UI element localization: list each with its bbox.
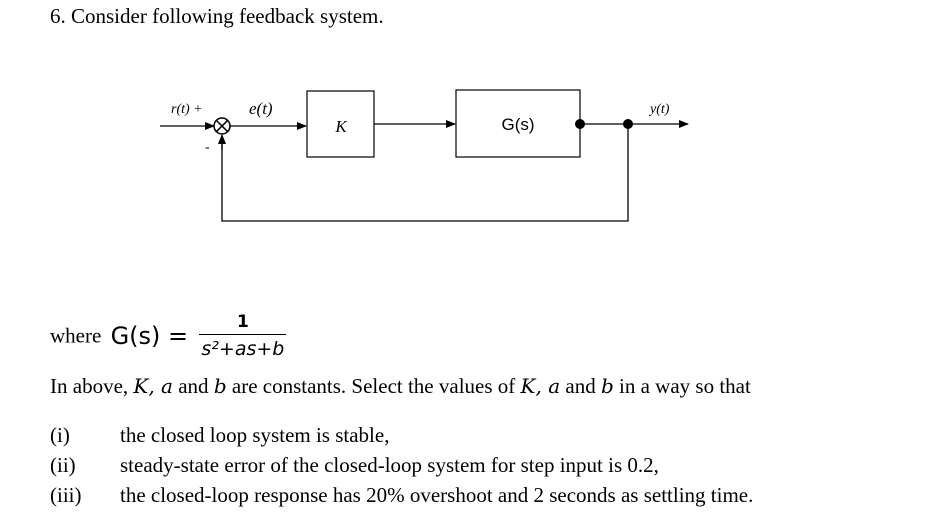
list-item: (iii) the closed-loop response has 20% ov… xyxy=(50,483,753,508)
transfer-fraction: 1 s²+as+b xyxy=(199,312,287,360)
transfer-denominator: s²+as+b xyxy=(199,334,287,360)
var-b-1: b xyxy=(213,374,227,398)
r-label: r(t) + xyxy=(171,102,203,117)
item-number: (i) xyxy=(50,423,70,447)
g-block xyxy=(455,89,581,158)
var-k-a-2: K, a xyxy=(520,374,561,398)
minus-label: - xyxy=(205,140,210,155)
question-title: 6. Consider following feedback system. xyxy=(50,4,384,28)
transfer-function: where G(s) = 1 s²+as+b xyxy=(50,312,287,360)
block-diagram: r(t) + e(t) - K G(s) y(t) xyxy=(160,89,689,222)
feedback-path xyxy=(221,124,629,222)
transfer-numerator: 1 xyxy=(236,312,249,332)
item-text: the closed-loop response has 20% oversho… xyxy=(120,483,754,507)
transfer-lhs: G(s) = xyxy=(110,322,189,350)
problem-statement: In above, K, a and b are constants. Sele… xyxy=(50,374,751,398)
g-label: G(s) xyxy=(501,115,534,134)
k-label: K xyxy=(334,117,348,136)
var-k-a-1: K, a xyxy=(133,374,173,398)
list-item: (i) the closed loop system is stable, xyxy=(50,423,389,448)
item-number: (iii) xyxy=(50,483,82,507)
list-item: (ii) steady-state error of the closed-loo… xyxy=(50,453,659,478)
item-text: the closed loop system is stable, xyxy=(120,423,390,447)
y-label: y(t) xyxy=(648,102,670,117)
e-label: e(t) xyxy=(249,99,273,118)
item-text: steady-state error of the closed-loop sy… xyxy=(120,453,659,477)
var-b-2: b xyxy=(600,374,614,398)
item-number: (ii) xyxy=(50,453,76,477)
summing-junction xyxy=(213,117,231,135)
output-dot-left xyxy=(575,119,585,129)
where-prefix: where xyxy=(50,323,102,348)
